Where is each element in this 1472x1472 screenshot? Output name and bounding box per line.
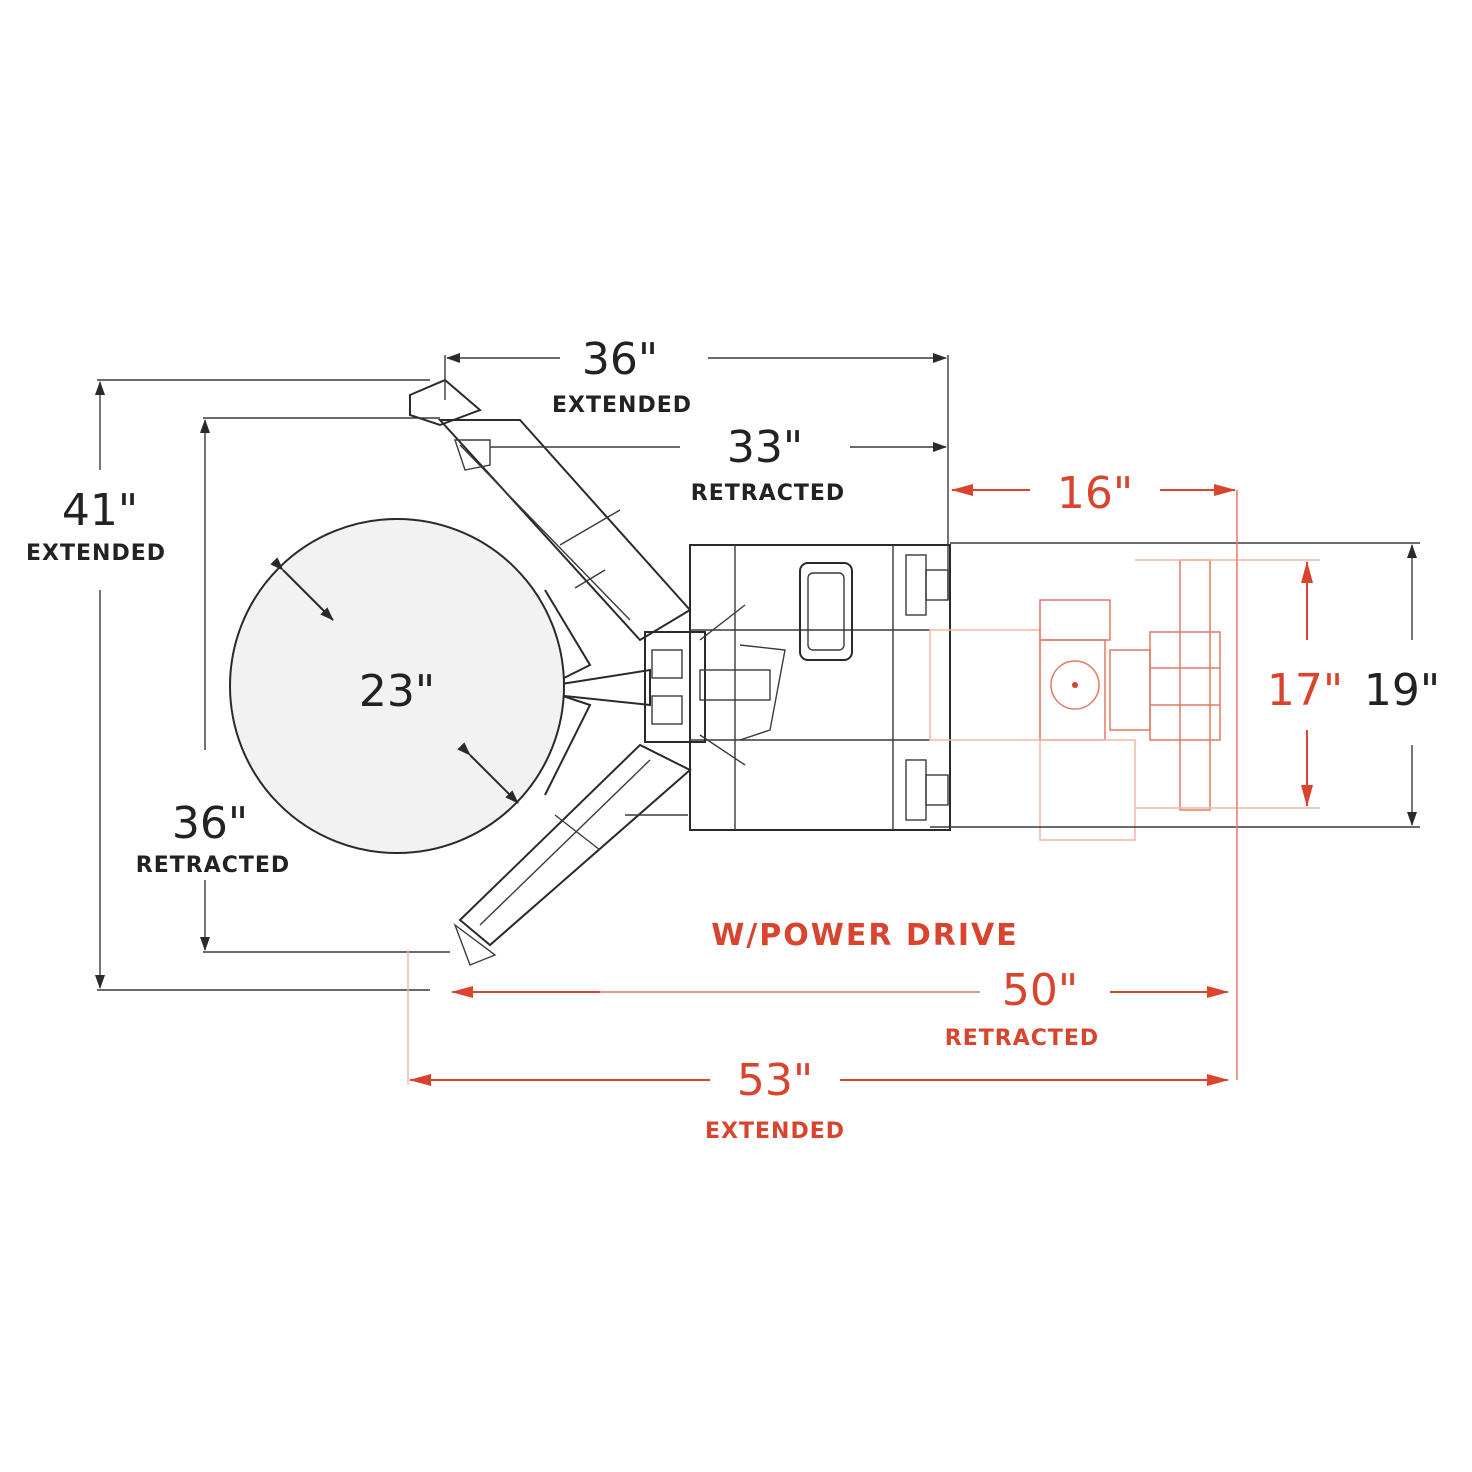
drum-diameter-arrow <box>270 557 334 621</box>
top-retracted-caption: RETRACTED <box>691 481 845 506</box>
bottom-extended-caption: EXTENDED <box>705 1119 845 1144</box>
bottom-extended-value: 53" <box>737 1055 813 1106</box>
drum-diameter-value: 23" <box>359 666 435 717</box>
top-retracted-value: 33" <box>727 422 803 473</box>
red-dimensions <box>407 484 1313 1086</box>
left-extended-value: 41" <box>62 485 138 536</box>
machine-body <box>229 378 951 966</box>
left-extended-caption: EXTENDED <box>26 541 166 566</box>
left-retracted-caption: RETRACTED <box>136 853 290 878</box>
power-drive-label: W/POWER DRIVE <box>711 918 1019 953</box>
lower-hook-icon <box>453 923 497 966</box>
handle-icon <box>799 562 853 661</box>
bottom-retracted-caption: RETRACTED <box>945 1026 1099 1051</box>
drive-width-value: 16" <box>1057 468 1133 519</box>
upper-hook-icon <box>409 378 482 427</box>
black-dimensions <box>95 353 1420 991</box>
lower-claw-icon <box>544 694 592 796</box>
top-extended-caption: EXTENDED <box>552 393 692 418</box>
bottom-retracted-value: 50" <box>1002 965 1078 1016</box>
outer-height-value: 19" <box>1364 665 1440 716</box>
left-retracted-value: 36" <box>172 798 248 849</box>
upper-claw-icon <box>544 589 592 681</box>
top-extended-value: 36" <box>582 334 658 385</box>
inner-height-value: 17" <box>1267 665 1343 716</box>
power-drive <box>929 559 1320 841</box>
